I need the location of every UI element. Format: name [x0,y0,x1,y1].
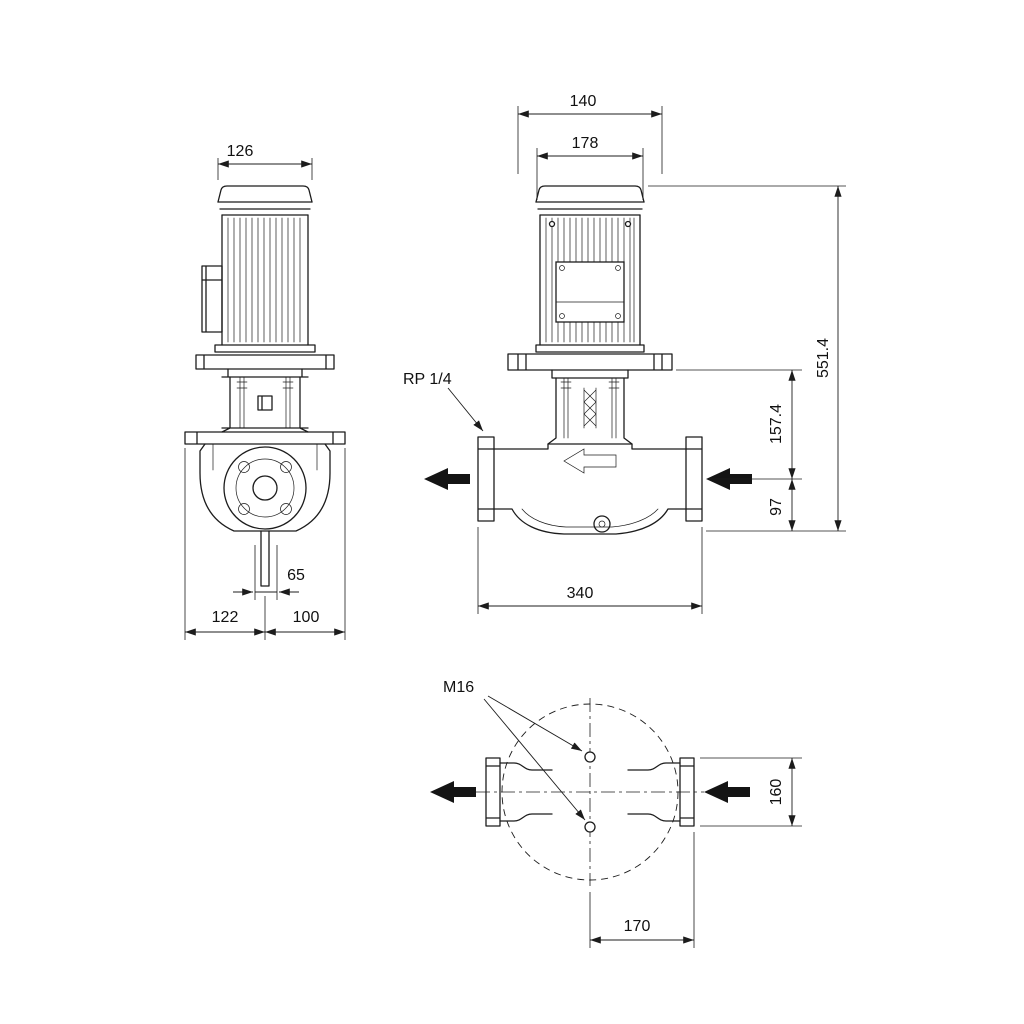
flange-raised-face [235,458,295,518]
dim-label-drain-offset: 65 [287,567,305,584]
flange-bore [252,475,278,501]
lantern-flange [221,368,309,378]
dim-label-total-height: 551.4 [815,338,832,378]
bolt-leader-bottom [483,698,586,821]
lantern-flange [551,369,629,379]
flange-bolt-hole [280,503,292,515]
dim-label-port-height: 97 [768,498,785,516]
dim-label-base-right: 100 [293,609,320,626]
lantern-studs [236,376,294,429]
casing-outline [199,443,331,532]
dim-label-base-left: 122 [212,609,239,626]
label-pressure-tapping: RP 1/4 [403,371,452,388]
pipe-top-edge [493,443,687,450]
label-bolt-size: M16 [443,679,474,696]
motor-foot-flange [535,344,645,353]
motor-bolt [624,220,632,228]
drain-plug-center [598,520,606,528]
dim-label-centerline-height: 157.4 [768,404,785,444]
motor-cap-lines [217,201,313,216]
motor-body-sides [221,214,309,346]
foundation-bolt-hole [584,821,596,833]
dim-label-top-width: 140 [570,93,597,110]
flange-bolt-hole [280,461,292,473]
plan-pipe-neck-left [499,762,553,822]
plan-left-flange [485,757,501,827]
plan-view-dimensions: M16 160 170 [443,679,802,948]
terminal-box-side [201,265,223,333]
terminal-box-screw [559,265,565,271]
side-view [424,185,752,535]
height-extension-lines [648,185,846,532]
dim-126-extensions [217,158,313,180]
motor-cap [217,185,313,203]
mounting-plate [507,353,673,371]
lantern-lattice [583,387,597,429]
dim-label-front-motor-width: 126 [227,143,254,160]
flow-arrow-left [430,781,476,803]
dim-label-side-motor-width: 178 [572,135,599,152]
bolt-leader-top [487,695,583,752]
dim-label-port-to-port: 340 [567,585,594,602]
plan-pipe-neck-right [627,762,681,822]
dim-label-flange-width: 160 [768,779,785,806]
plan-view [430,698,750,886]
motor-fins [227,217,301,343]
motor-cap [535,185,645,203]
foundation-bolt-hole [584,751,596,763]
front-view [184,185,346,587]
motor-cap-lines [535,201,645,216]
front-view-dimensions: 126 65 122 100 [184,143,346,640]
flow-direction-arrow-inside [563,448,617,474]
dim-base-extensions [184,448,346,640]
volute-bottom-edge [493,508,687,535]
drain-plug [593,515,611,533]
lantern-sides [221,376,309,433]
terminal-box-screw [615,313,621,319]
flange-bolt-hole [238,461,250,473]
mounting-plate [195,354,335,370]
lantern-studs [560,377,620,439]
pressure-tapping-leader [447,387,484,432]
flow-arrow-right [704,781,750,803]
lantern-plug [257,395,273,411]
side-view-dimensions: 140 178 551.4 157.4 97 340 RP 1/4 [403,93,846,614]
terminal-box-front [555,261,625,323]
motor-body-sides [539,214,641,346]
suction-flange [477,436,495,522]
casing-wall-lines [212,443,318,471]
dim-65-extensions [254,545,278,600]
motor-bolt [548,220,556,228]
volute-inner-line [521,508,659,528]
flow-arrow-left [424,468,470,490]
flange-outer-circle [223,446,307,530]
base-plate [184,431,346,445]
drain-stem [260,530,270,587]
motor-foot-flange [214,344,316,353]
dim-label-center-to-flange: 170 [624,918,651,935]
terminal-box-screw [559,313,565,319]
flange-bolt-hole [238,503,250,515]
dim-340-extensions [477,527,703,614]
discharge-flange [685,436,703,522]
lantern-sides [547,377,633,445]
plan-right-flange [679,757,695,827]
dim-160-extensions [700,757,802,827]
terminal-box-screw [615,265,621,271]
